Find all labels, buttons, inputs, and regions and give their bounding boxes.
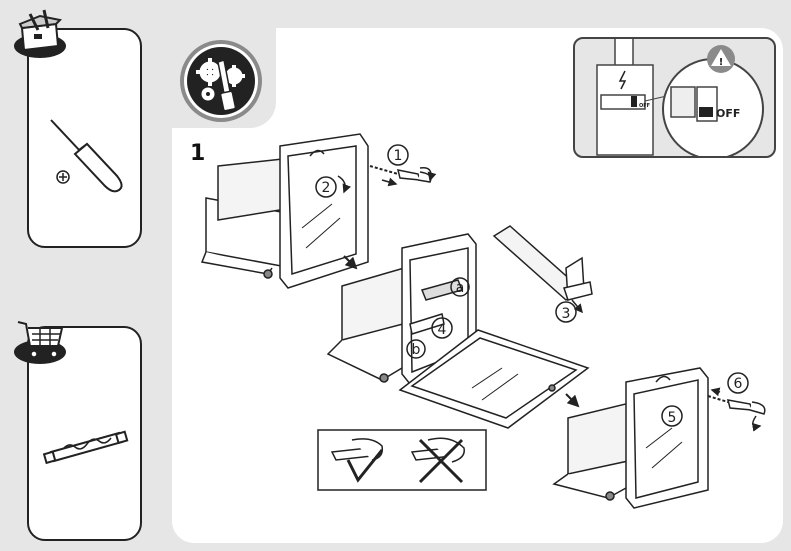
incorrect-handling — [410, 437, 465, 484]
small-off-label: OFF — [639, 103, 650, 109]
step-number: 1 — [190, 141, 206, 166]
glass-panel — [398, 329, 590, 429]
callout-a: a — [456, 280, 465, 296]
power-switch-toggle — [699, 107, 713, 117]
screwdriver-step-1 — [369, 165, 432, 187]
callout-b: b — [412, 342, 421, 358]
callout-5: 5 — [668, 410, 677, 426]
shopping-cart-icon — [14, 321, 66, 364]
phillips-cross-icon — [56, 170, 70, 184]
correct-handling — [330, 438, 384, 483]
floodlight-reassembled — [552, 367, 709, 509]
callout-3: 3 — [562, 306, 571, 322]
callout-1: 1 — [394, 148, 403, 164]
off-label: OFF — [716, 107, 740, 120]
callout-6: 6 — [734, 376, 743, 392]
glove-handling-inset — [317, 429, 487, 491]
screwdriver-step-6 — [707, 387, 766, 415]
gears-screwdriver-icon — [180, 40, 262, 122]
halogen-lamp-icon — [42, 430, 129, 465]
warning-triangle-icon: ! — [707, 45, 735, 73]
floodlight-open — [326, 233, 477, 385]
assembly-diagram: 2 1 a 4 b 3 — [200, 133, 766, 509]
svg-text:!: ! — [719, 57, 724, 68]
callout-4: 4 — [438, 322, 447, 338]
power-off-inset: OFF OFF ! — [573, 37, 776, 158]
toolbox-icon — [14, 9, 66, 58]
lightning-icon — [618, 70, 627, 90]
screwdriver-illustration — [50, 119, 123, 193]
tools-required-panel — [27, 28, 142, 248]
screwdriver-icon — [50, 119, 123, 193]
callout-2: 2 — [322, 180, 331, 196]
fuse-box — [596, 39, 654, 156]
lamp-illustration — [42, 430, 129, 465]
lamp-sleeve — [492, 225, 593, 302]
floodlight-closed — [200, 133, 369, 289]
